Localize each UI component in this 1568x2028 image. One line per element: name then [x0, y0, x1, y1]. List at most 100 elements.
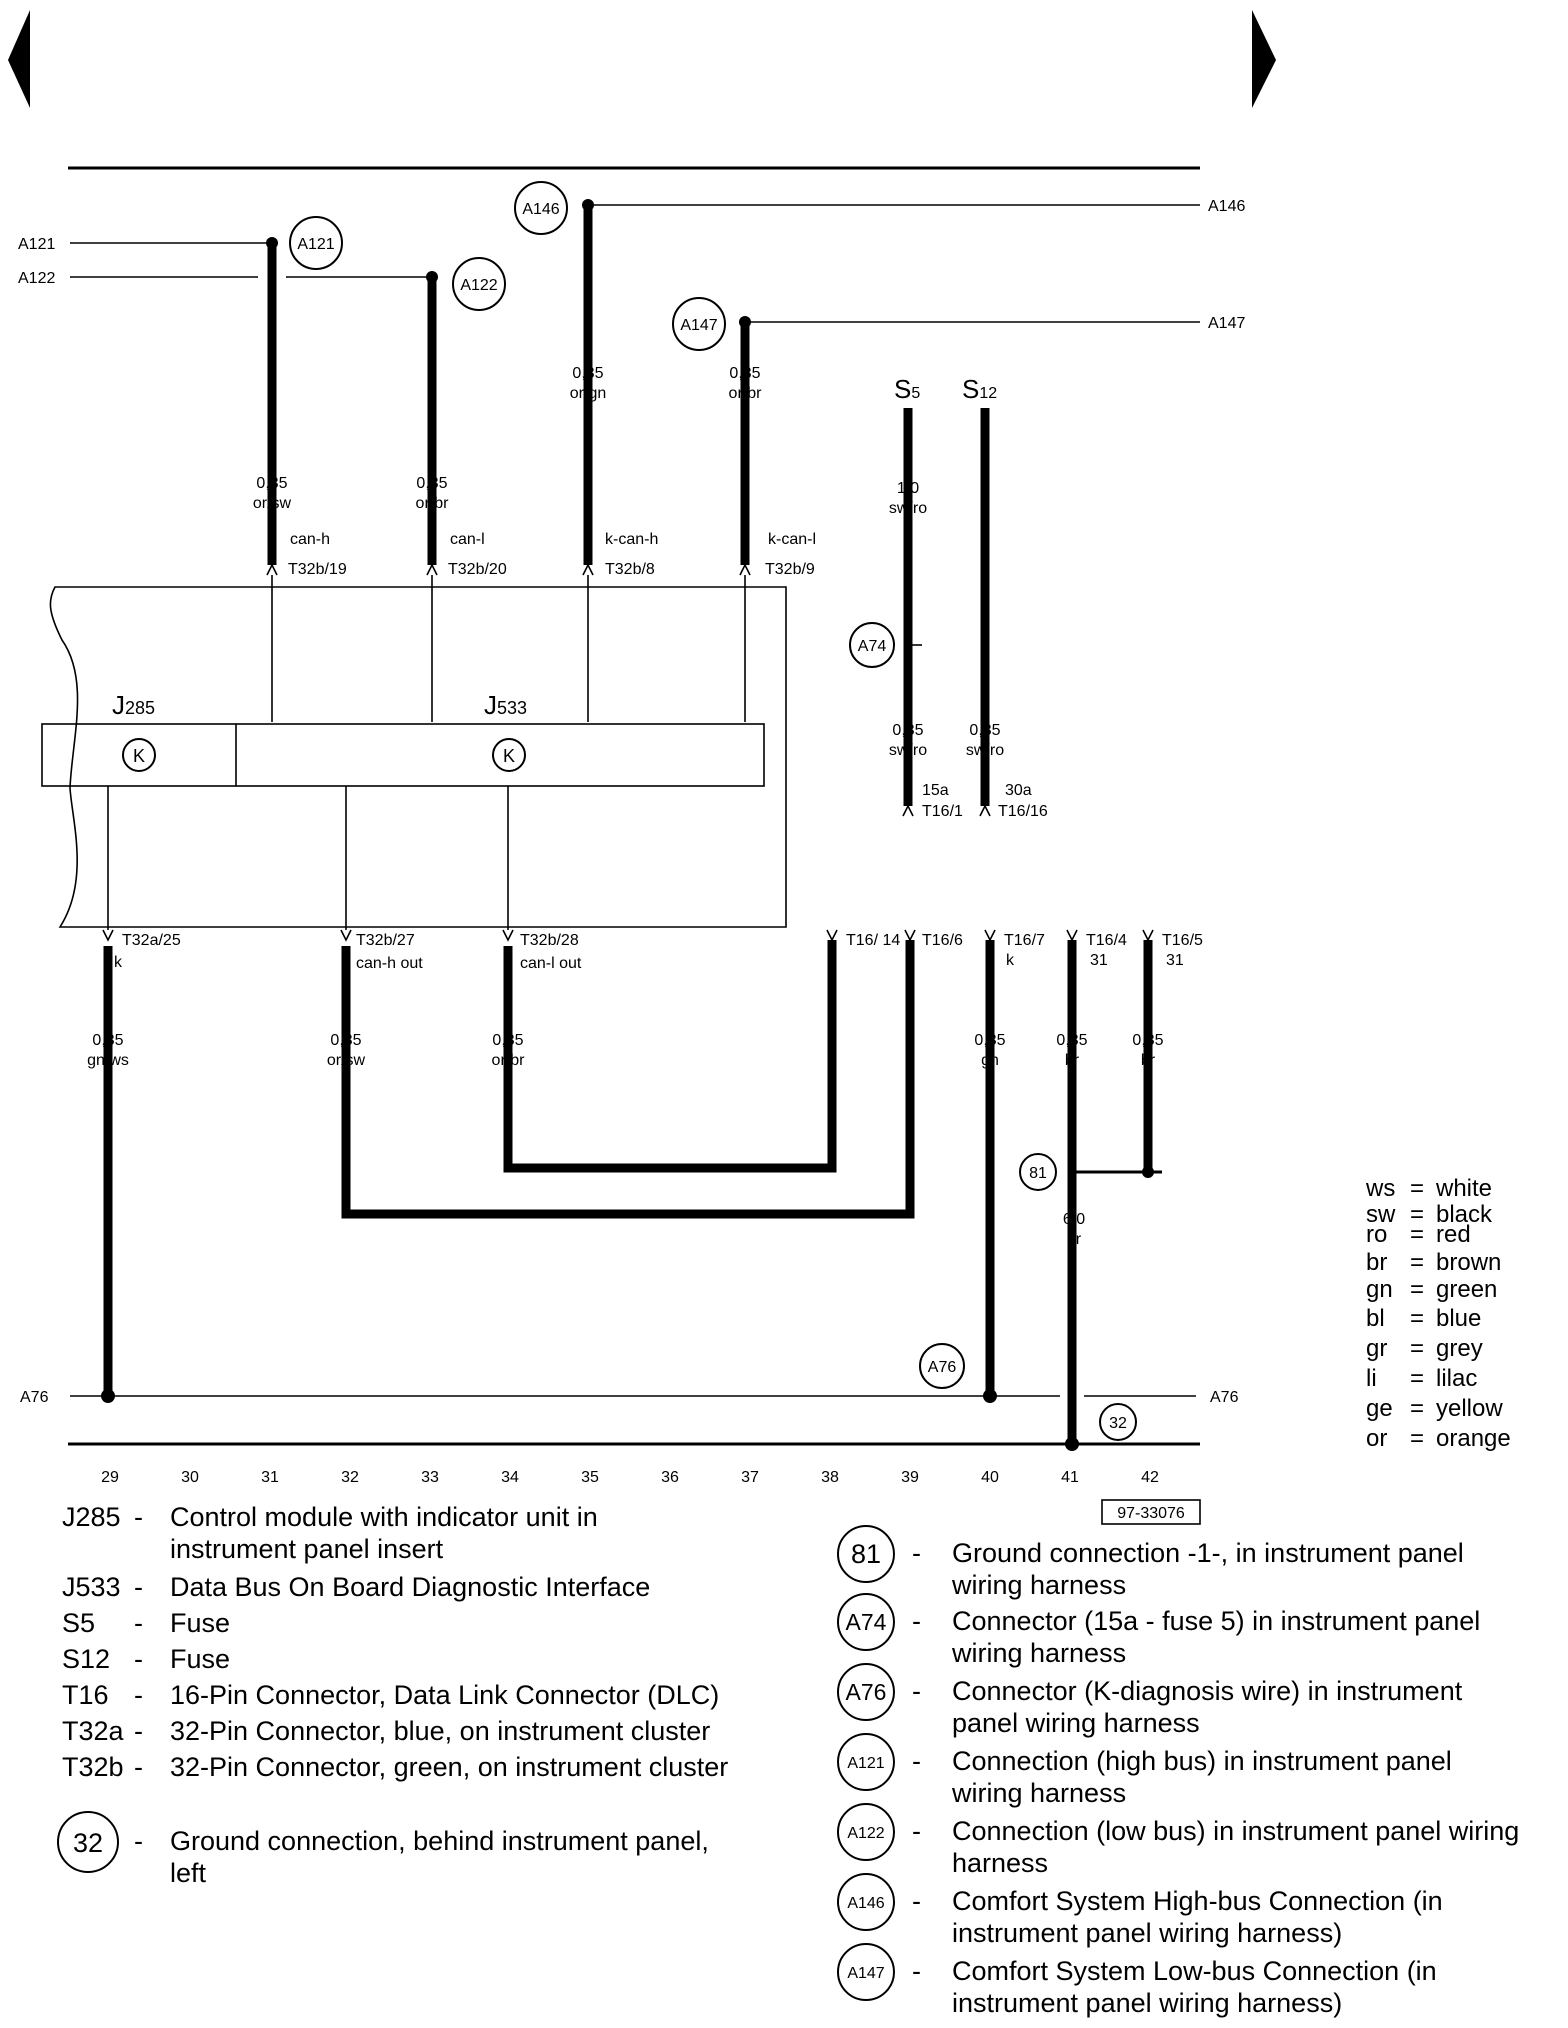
svg-text:S12: S12 [62, 1644, 110, 1674]
wire-label-a147: A147 [1208, 315, 1245, 332]
svg-text:k: k [1006, 952, 1015, 969]
legend-left: J285 - Control module with indicator uni… [57, 1502, 728, 1888]
wire-can-l-out [503, 940, 837, 1173]
svg-text:can-h: can-h [290, 531, 330, 548]
svg-text:A146: A146 [847, 1895, 884, 1912]
svg-text:T16/1: T16/1 [922, 803, 963, 820]
svg-text:-: - [912, 1816, 921, 1846]
svg-text:ro: ro [1366, 1221, 1387, 1248]
svg-text:sw/ro: sw/ro [889, 500, 927, 517]
svg-text:S5: S5 [62, 1608, 95, 1638]
wire-label-a121: A121 [18, 236, 55, 253]
svg-text:37: 37 [741, 1469, 759, 1486]
svg-text:T32a: T32a [62, 1716, 125, 1746]
svg-text:gn/ws: gn/ws [87, 1052, 129, 1069]
svg-text:38: 38 [821, 1469, 839, 1486]
svg-text:or/br: or/br [416, 495, 450, 512]
svg-text:-: - [912, 1538, 921, 1568]
svg-text:29: 29 [101, 1469, 119, 1486]
svg-text:=: = [1410, 1305, 1424, 1332]
svg-text:A122: A122 [460, 277, 497, 294]
svg-text:T32b/20: T32b/20 [448, 561, 507, 578]
svg-text:0,35: 0,35 [416, 475, 447, 492]
svg-text:ge: ge [1366, 1395, 1393, 1422]
svg-text:wiring harness: wiring harness [951, 1570, 1126, 1600]
svg-text:0,35: 0,35 [492, 1032, 523, 1049]
svg-text:li: li [1366, 1365, 1377, 1392]
svg-text:40: 40 [981, 1469, 999, 1486]
svg-text:0,35: 0,35 [92, 1032, 123, 1049]
k-symbol-j533 [492, 738, 526, 772]
svg-text:0,35: 0,35 [572, 365, 603, 382]
svg-text:br: br [1366, 1249, 1387, 1276]
svg-text:34: 34 [501, 1469, 519, 1486]
svg-text:Data Bus On Board Diagnostic I: Data Bus On Board Diagnostic Interface [170, 1572, 650, 1602]
svg-text:gn: gn [1366, 1276, 1393, 1303]
svg-text:-: - [134, 1608, 143, 1638]
svg-text:-: - [912, 1886, 921, 1916]
svg-text:39: 39 [901, 1469, 919, 1486]
svg-text:or/sw: or/sw [253, 495, 292, 512]
svg-text:0,35: 0,35 [969, 722, 1000, 739]
svg-text:32-Pin Connector, blue, on ins: 32-Pin Connector, blue, on instrument cl… [170, 1716, 710, 1746]
svg-text:-: - [912, 1676, 921, 1706]
svg-text:black: black [1436, 1201, 1493, 1228]
svg-text:A147: A147 [680, 317, 717, 334]
svg-text:sw/ro: sw/ro [889, 742, 927, 759]
k-symbol-j285 [122, 738, 156, 772]
svg-text:or: or [1366, 1425, 1387, 1452]
ground-81 [1019, 1153, 1057, 1191]
svg-text:32: 32 [1109, 1415, 1127, 1432]
svg-text:T16/6: T16/6 [922, 932, 963, 949]
svg-text:Comfort System High-bus Connec: Comfort System High-bus Connection (in [952, 1886, 1443, 1916]
wire-label-a76-right: A76 [1210, 1389, 1239, 1406]
svg-text:A74: A74 [858, 638, 887, 655]
svg-text:T32b/27: T32b/27 [356, 932, 415, 949]
svg-text:K: K [133, 746, 145, 766]
svg-text:J533: J533 [62, 1572, 121, 1602]
svg-text:32: 32 [73, 1828, 103, 1858]
svg-text:=: = [1410, 1175, 1424, 1202]
svg-text:red: red [1436, 1221, 1471, 1248]
svg-text:-: - [912, 1956, 921, 1986]
svg-text:white: white [1435, 1175, 1492, 1202]
svg-text:left: left [170, 1858, 207, 1888]
svg-text:instrument panel wiring harnes: instrument panel wiring harness) [952, 1918, 1342, 1948]
svg-text:41: 41 [1061, 1469, 1079, 1486]
svg-text:31: 31 [261, 1469, 279, 1486]
svg-text:T16/ 14: T16/ 14 [846, 932, 900, 949]
connection-a76 [919, 1343, 965, 1389]
connection-a74 [849, 622, 895, 668]
svg-text:ws: ws [1365, 1175, 1395, 1202]
svg-text:can-h out: can-h out [356, 955, 423, 972]
svg-text:32-Pin Connector, green, on in: 32-Pin Connector, green, on instrument c… [170, 1752, 728, 1782]
svg-text:Control module with indicator: Control module with indicator unit in [170, 1502, 598, 1532]
svg-text:1,0: 1,0 [897, 480, 919, 497]
previous-page-arrow[interactable] [8, 10, 30, 108]
svg-text:T32b/9: T32b/9 [765, 561, 815, 578]
svg-text:=: = [1410, 1425, 1424, 1452]
svg-text:30a: 30a [1005, 782, 1032, 799]
svg-text:0,35: 0,35 [892, 722, 923, 739]
module-j533-label: J533 [484, 690, 527, 720]
svg-text:Ground connection -1-, in inst: Ground connection -1-, in instrument pan… [952, 1538, 1464, 1568]
svg-text:A121: A121 [297, 236, 334, 253]
svg-text:sw/ro: sw/ro [966, 742, 1004, 759]
svg-text:can-l: can-l [450, 531, 485, 548]
svg-text:Connector (15a - fuse 5) in in: Connector (15a - fuse 5) in instrument p… [952, 1606, 1480, 1636]
next-page-arrow[interactable] [1252, 10, 1276, 108]
component-housing [49, 586, 787, 928]
svg-text:k-can-h: k-can-h [605, 531, 658, 548]
svg-text:-: - [134, 1826, 143, 1856]
svg-text:Connection (high bus) in instr: Connection (high bus) in instrument pane… [952, 1746, 1452, 1776]
svg-text:br: br [1067, 1231, 1082, 1248]
svg-text:15a: 15a [922, 782, 949, 799]
diagram-code: 97-33076 [1117, 1505, 1185, 1522]
svg-text:harness: harness [952, 1848, 1048, 1878]
svg-text:T32b/19: T32b/19 [288, 561, 347, 578]
svg-text:K: K [503, 746, 515, 766]
svg-text:T16/7: T16/7 [1004, 932, 1045, 949]
svg-text:bl: bl [1366, 1305, 1385, 1332]
svg-text:=: = [1410, 1365, 1424, 1392]
